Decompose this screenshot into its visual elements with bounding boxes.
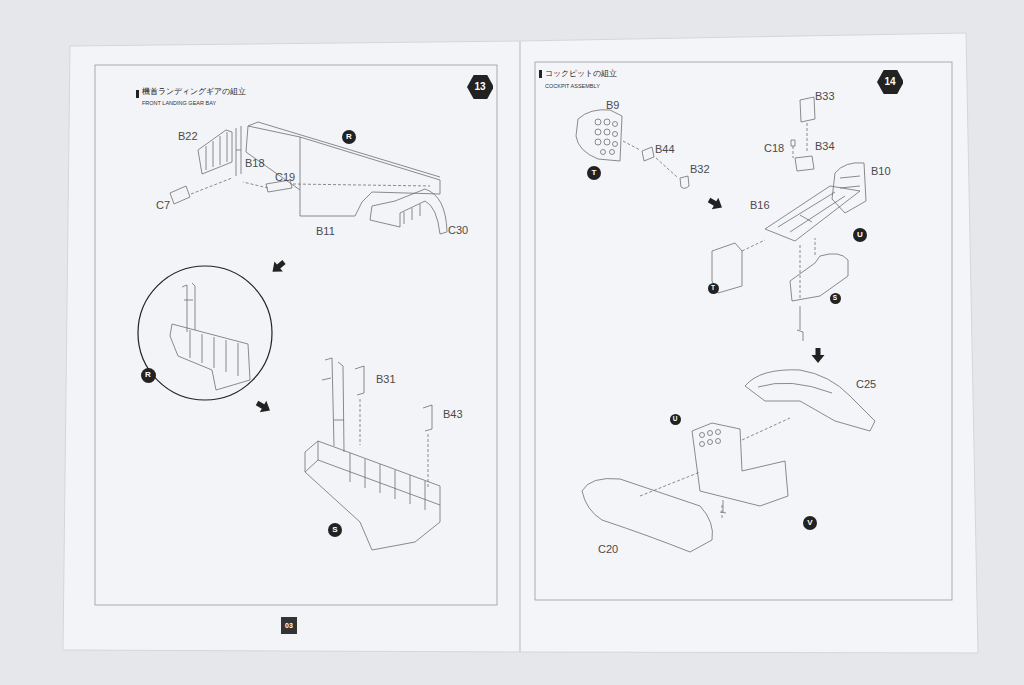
direction-arrows (254, 194, 825, 416)
b16-floor (765, 186, 860, 241)
part-number: B31 (376, 373, 396, 385)
detail-circle (138, 266, 272, 400)
b22-panel (198, 130, 232, 174)
subassembly-marker-text: U (857, 231, 863, 239)
step-hexagon-shape (467, 75, 494, 99)
part-number: C30 (448, 224, 468, 236)
subassembly-marker-text: U (673, 416, 678, 423)
page-frame (95, 65, 497, 605)
subassembly-marker: T (587, 166, 601, 180)
b11-bay (246, 126, 440, 216)
assembly-guide (428, 434, 429, 487)
part-number: C25 (856, 378, 876, 390)
stick-assembled (720, 500, 726, 513)
step-number: 14 (877, 70, 904, 94)
b9-dials (595, 119, 618, 155)
b11-edges (248, 122, 440, 190)
assembly-guide (742, 238, 815, 255)
heading-bullet (539, 70, 542, 78)
section-heading: コックピットの組立 (545, 70, 617, 79)
part-number: C19 (275, 171, 295, 183)
b44-part (642, 147, 654, 161)
step-number-text: 14 (884, 77, 895, 87)
section-subheading: COCKPIT ASSEMBLY (545, 83, 600, 89)
subassembly-marker: U (853, 228, 867, 242)
tub-dials (700, 430, 721, 447)
detail-strut (182, 283, 195, 332)
part-number: B33 (815, 90, 835, 102)
bay-ribs (350, 453, 425, 510)
subassembly-marker: R (141, 368, 156, 383)
part-number: C20 (598, 543, 618, 555)
part-number: B10 (871, 165, 891, 177)
subassembly-marker-text: V (807, 519, 812, 527)
assembly-guide (800, 245, 801, 300)
c20-fuselage-half (582, 479, 713, 553)
section-subheading: FRONT LANDING GEAR BAY (142, 100, 216, 106)
assembly-guide (360, 399, 361, 445)
subassembly-marker-text: S (332, 526, 337, 534)
subassembly-marker-text: T (711, 285, 715, 292)
part-number: B44 (655, 143, 675, 155)
subassembly-marker: T (708, 283, 719, 294)
control-stick (797, 306, 803, 341)
part-number: B43 (443, 408, 463, 420)
assembly-guide (191, 178, 430, 194)
page-number-text: 03 (285, 622, 293, 629)
assembly-guide (623, 141, 677, 177)
c30-part (370, 189, 447, 234)
subassembly-marker-text: S (833, 295, 837, 302)
detail-bay (170, 324, 250, 390)
b16-detail (778, 192, 845, 232)
part-number: B32 (690, 163, 710, 175)
part-number: C18 (764, 142, 784, 154)
subassembly-marker: S (328, 523, 342, 537)
b34-part (795, 156, 814, 171)
left-page (63, 41, 520, 652)
part-number: B11 (316, 225, 335, 237)
step-number: 13 (467, 75, 494, 99)
subassembly-marker-text: T (592, 169, 597, 177)
assembly-guide (640, 418, 790, 520)
c18-part (791, 140, 795, 146)
gear-strut (322, 358, 344, 452)
b9-panel (576, 110, 622, 161)
part-number: B9 (606, 99, 619, 111)
step-hexagon-shape (877, 70, 904, 94)
b31-bracket (355, 366, 364, 395)
subassembly-marker: U (670, 414, 681, 425)
subassembly-marker-text: R (145, 371, 151, 379)
b10-bulkhead (832, 163, 866, 213)
c25-detail (758, 383, 832, 393)
heading-bullet (136, 90, 139, 98)
bay-edges (305, 441, 440, 505)
subassembly-marker: S (830, 293, 841, 304)
part-number: B22 (178, 130, 198, 142)
b22-ribs (206, 132, 227, 170)
b32-part (680, 176, 689, 188)
section-heading: 機首ランディングギアの組立 (142, 88, 246, 97)
part-number: C7 (156, 199, 170, 211)
part-number: B34 (815, 140, 835, 152)
bay-assembly (305, 441, 440, 550)
b43-bracket (423, 405, 432, 431)
b33-part (800, 97, 815, 122)
cockpit-tub (692, 423, 788, 506)
part-number: B16 (750, 199, 770, 211)
subassembly-marker: R (342, 130, 356, 144)
page-fold (519, 41, 521, 652)
detail-ribs (190, 330, 238, 376)
step-number-text: 13 (474, 82, 485, 92)
part-number: B18 (245, 157, 265, 169)
subassembly-marker-text: R (346, 133, 352, 141)
page-number: 03 (281, 617, 296, 634)
subassembly-marker: V (803, 516, 817, 530)
b10-detail (840, 176, 860, 188)
b18-strut (236, 126, 241, 176)
c30-ribs (404, 204, 420, 224)
page-frame (535, 62, 952, 600)
c7-part (170, 186, 190, 204)
right-page (520, 33, 978, 653)
c25-fuselage-half (745, 370, 875, 431)
